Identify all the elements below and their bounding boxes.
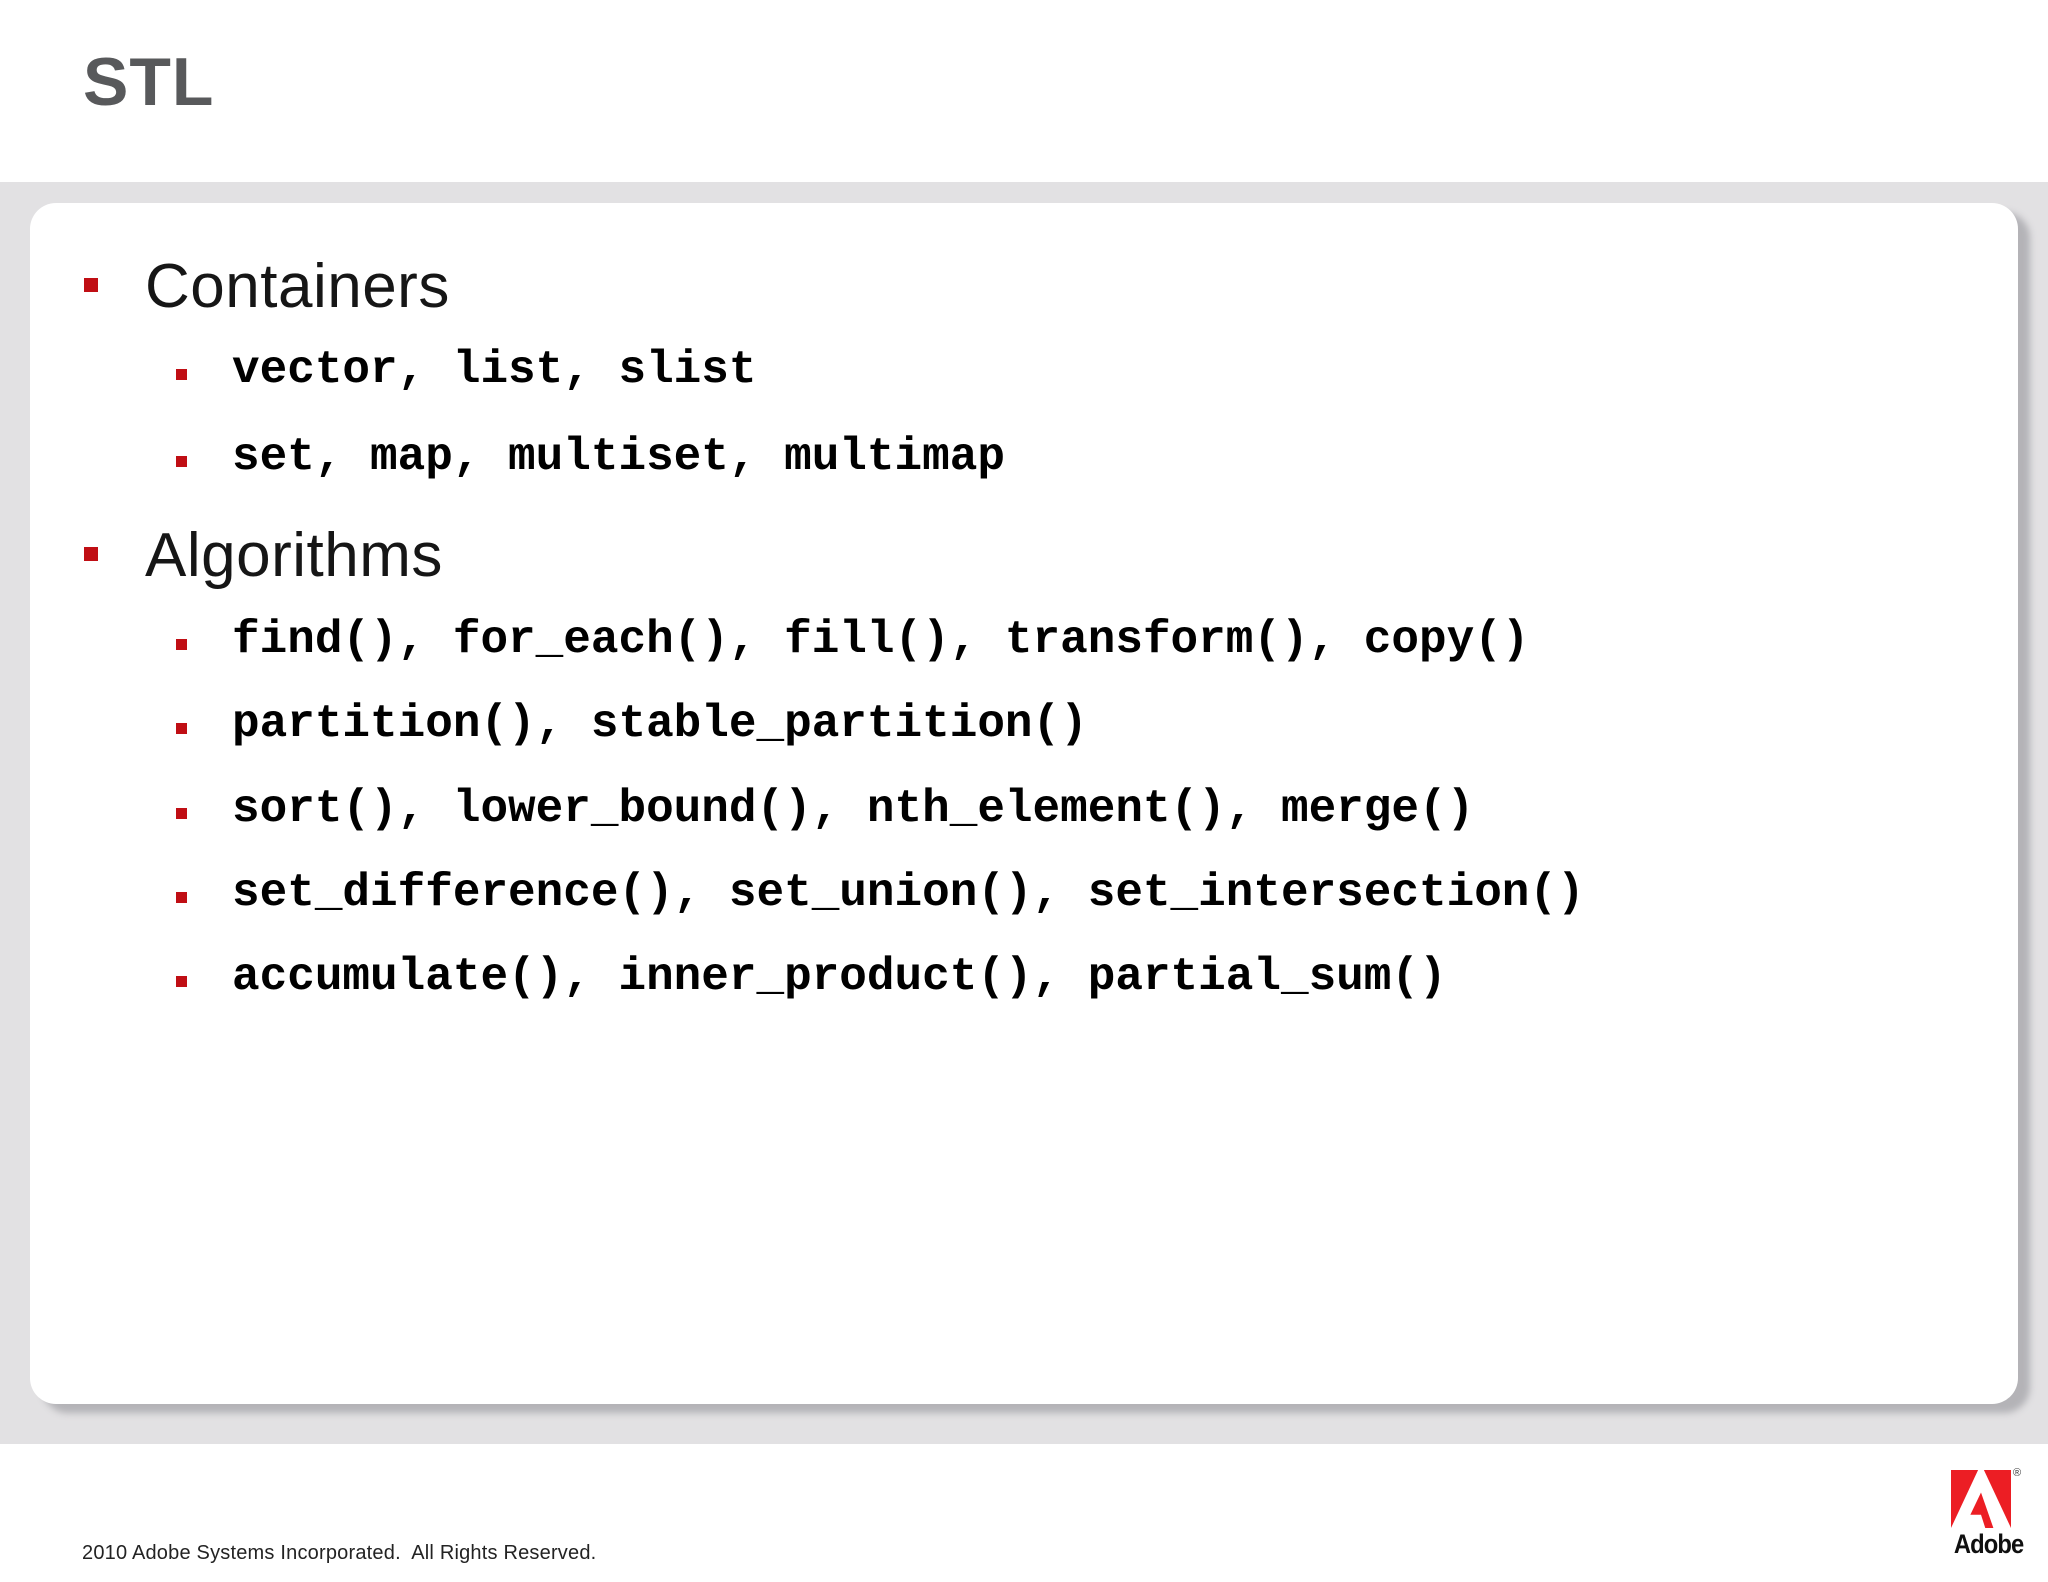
slide-title: STL <box>83 44 215 120</box>
list-item-label: Algorithms <box>145 521 443 590</box>
list-item-label: Containers <box>145 252 450 321</box>
list-item-label: set_difference(), set_union(), set_inter… <box>232 867 1585 919</box>
list-item: accumulate(), inner_product(), partial_s… <box>0 951 2048 1005</box>
adobe-a-icon <box>1951 1470 2011 1528</box>
list-item-label: accumulate(), inner_product(), partial_s… <box>232 951 1447 1003</box>
adobe-logo: ® Adobe <box>1950 1468 2024 1566</box>
list-item: partition(), stable_partition() <box>0 698 2048 752</box>
list-item: find(), for_each(), fill(), transform(),… <box>0 614 2048 668</box>
content-card <box>30 203 2018 1404</box>
bullet-square-icon <box>176 892 187 903</box>
list-item-label: set, map, multiset, multimap <box>232 431 1005 483</box>
list-item: Containers <box>0 256 2048 318</box>
list-item: sort(), lower_bound(), nth_element(), me… <box>0 783 2048 837</box>
registered-trademark-icon: ® <box>2013 1467 2022 1479</box>
list-item-label: sort(), lower_bound(), nth_element(), me… <box>232 783 1475 835</box>
list-item-label: find(), for_each(), fill(), transform(),… <box>232 614 1530 666</box>
list-item-label: vector, list, slist <box>232 344 757 396</box>
bullet-square-icon <box>176 808 187 819</box>
bullet-square-icon <box>84 547 98 561</box>
bullet-square-icon <box>176 456 187 467</box>
bullet-square-icon <box>176 976 187 987</box>
list-item: Algorithms <box>0 525 2048 587</box>
list-item: vector, list, slist <box>0 344 2048 398</box>
bullet-square-icon <box>176 369 187 380</box>
list-item-label: partition(), stable_partition() <box>232 698 1088 750</box>
list-item: set, map, multiset, multimap <box>0 431 2048 485</box>
bullet-square-icon <box>176 723 187 734</box>
bullet-square-icon <box>84 278 98 292</box>
adobe-wordmark: Adobe <box>1953 1529 2024 1559</box>
bullet-square-icon <box>176 639 187 650</box>
copyright-text: 2010 Adobe Systems Incorporated. All Rig… <box>82 1542 597 1564</box>
list-item: set_difference(), set_union(), set_inter… <box>0 867 2048 921</box>
